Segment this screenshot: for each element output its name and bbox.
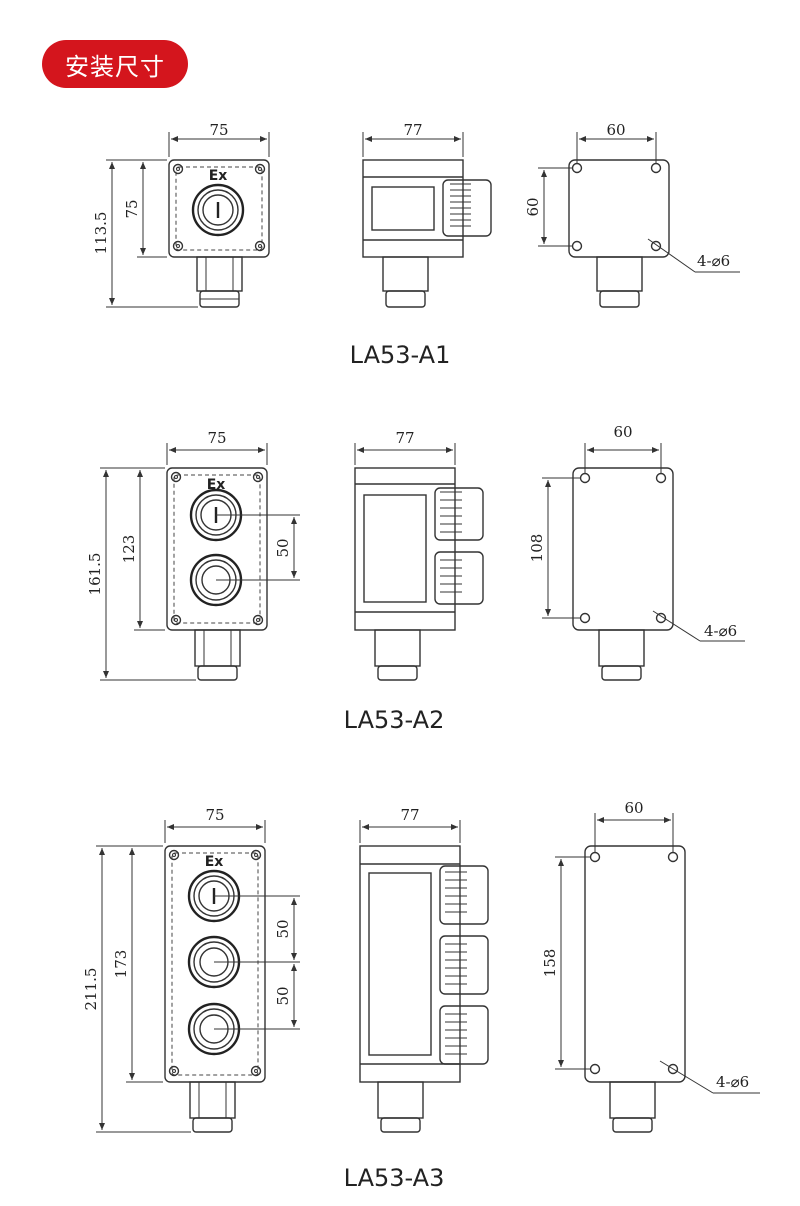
caption-a1: LA53-A1 [350,341,451,369]
dim-a2-side-depth: 77 [395,429,414,447]
dim-a3-total-height: 211.5 [82,968,100,1011]
dim-a2-front-width: 75 [207,429,226,447]
dim-a1-front-height: 75 [123,199,141,218]
dim-a3-side-depth: 77 [400,806,419,824]
dim-a2-mount-holes: 4-⌀6 [704,622,737,640]
model-a2-front-view: Ex 50 75 123 161.5 [86,429,300,681]
dim-a1-back-height: 60 [524,197,542,216]
dim-a3-pitch-2: 50 [274,986,292,1005]
dim-a3-pitch-1: 50 [274,919,292,938]
section-title-badge: 安装尺寸 [42,40,188,88]
dim-a3-back-width: 60 [624,799,643,817]
model-a2-back-view: 60 108 4-⌀6 [528,423,745,681]
model-a1-back-view: 60 60 4-⌀6 [524,121,740,308]
ex-mark-a1: Ex [209,168,228,184]
dim-a1-back-width: 60 [606,121,625,139]
dim-a1-mount-holes: 4-⌀6 [697,252,730,270]
model-a2-side-view: 77 [354,429,484,681]
ex-mark-a2: Ex [207,477,226,493]
dim-a3-back-height: 158 [541,949,559,978]
dim-a3-front-width: 75 [205,806,224,824]
model-a3-back-view: 60 158 4-⌀6 [541,799,760,1133]
dim-a1-total-height: 113.5 [92,212,110,255]
dim-a3-front-height: 173 [112,950,130,979]
model-a3-side-view: 77 [359,806,489,1133]
dim-a2-back-height: 108 [528,534,546,563]
dim-a1-front-width: 75 [209,121,228,139]
dim-a2-back-width: 60 [613,423,632,441]
dim-a1-side-depth: 77 [403,121,422,139]
dim-a2-pitch: 50 [274,538,292,557]
dim-a3-mount-holes: 4-⌀6 [716,1073,749,1091]
model-a3-front-view: Ex 50 50 75 173 211.5 [82,806,300,1133]
dim-a2-front-height: 123 [120,535,138,564]
caption-a2: LA53-A2 [344,706,445,734]
caption-a3: LA53-A3 [344,1164,445,1192]
model-a1-front-view: Ex 75 75 113.5 [92,121,270,308]
dim-a2-total-height: 161.5 [86,553,104,596]
ex-mark-a3: Ex [205,854,224,870]
model-a1-side-view: 77 [362,121,492,308]
